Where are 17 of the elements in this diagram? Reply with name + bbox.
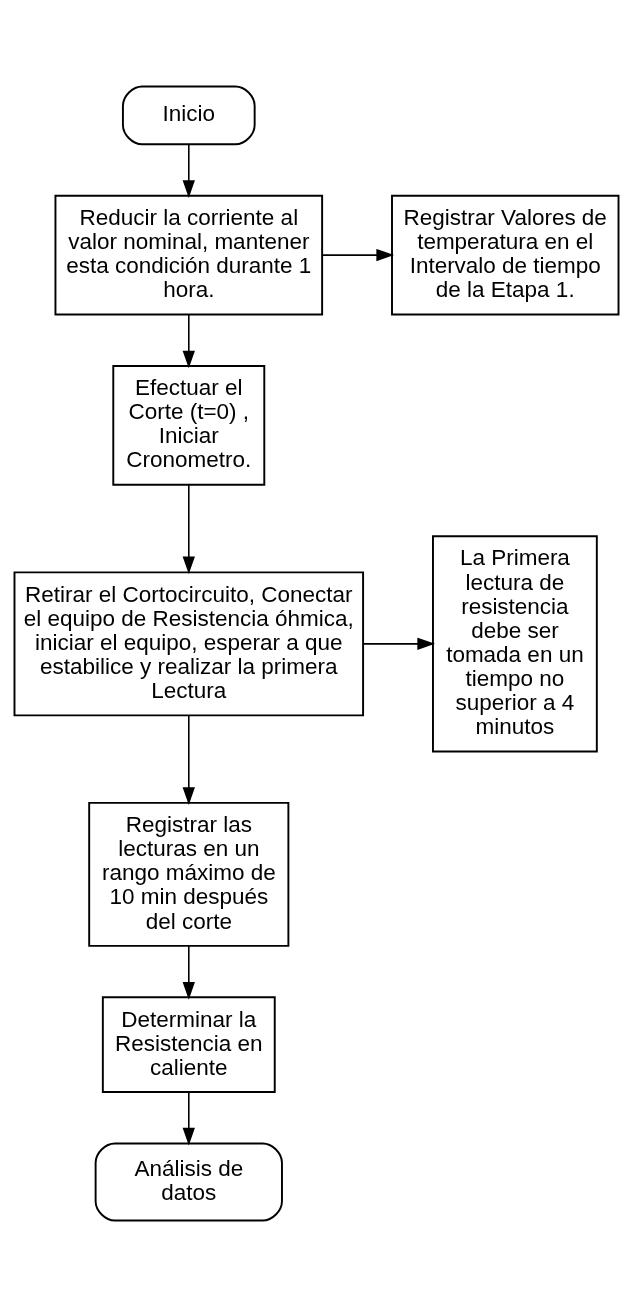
node-box: Efectuar el Corte (t=0) , Iniciar Cronometro. <box>112 364 266 486</box>
node-box: Inicio <box>121 84 256 145</box>
node-box: Registrar las lecturas en un rango máximo de 10 min después del corte <box>88 801 290 947</box>
arrow <box>182 1091 195 1145</box>
arrow <box>182 143 195 198</box>
arrow <box>321 248 395 261</box>
node-box: La Primera lectura de resistencia debe ser tomada en un tiempo no superior a 4 minutos <box>432 534 598 752</box>
node-box: Retirar el Cortocircuito, Conectar el equipo de Resistencia óhmica, iniciar el equipo, esperar a que estabilice y realizar la primera Lectura <box>13 570 365 716</box>
arrow <box>182 313 195 368</box>
node-box: Registrar Valores de temperatura en el Intervalo de tiempo de la Etapa 1. <box>391 194 620 315</box>
arrow <box>182 714 195 805</box>
node-box: Análisis de datos <box>94 1142 283 1222</box>
arrow <box>362 637 435 650</box>
arrow <box>182 944 195 1000</box>
arrow <box>182 483 195 574</box>
node-box: Reducir la corriente al valor nominal, mantener esta condición durante 1 hora. <box>54 194 324 315</box>
node-box: Determinar la Resistencia en caliente <box>101 995 276 1093</box>
